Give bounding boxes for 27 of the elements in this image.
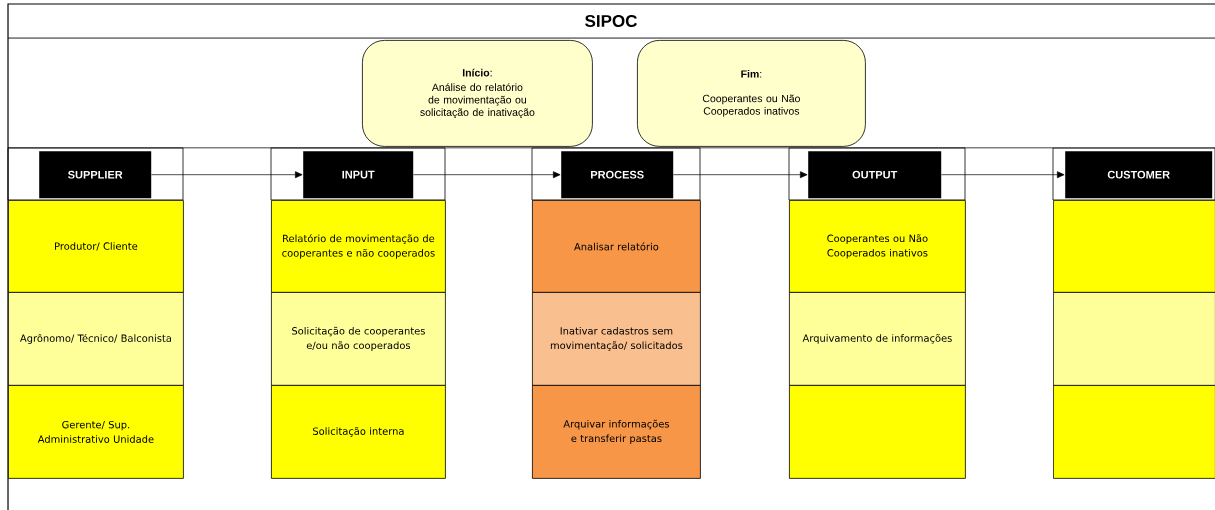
- column-header: INPUT: [303, 151, 414, 199]
- table-cell: Agrônomo/ Técnico/ Balconista: [8, 292, 184, 386]
- column-header: PROCESS: [561, 151, 674, 199]
- column-header: OUTPUT: [808, 151, 942, 199]
- table-cell: Gerente/ Sup. Administrativo Unidade: [8, 385, 184, 479]
- table-cell: Relatório de movimentação de cooperantes e não cooperados: [271, 200, 446, 293]
- arrow: [673, 171, 808, 179]
- table-cell: Inativar cadastros sem movimentação/ solicitados: [532, 292, 701, 386]
- arrow: [151, 171, 303, 179]
- empty-cell: [1053, 200, 1215, 293]
- table-cell: Cooperantes ou Não Cooperados inativos: [789, 200, 966, 293]
- table-cell: Arquivamento de informações: [789, 292, 966, 386]
- table-cell: Arquivar informações e transferir pastas: [532, 385, 701, 479]
- table-cell: Analisar relatório: [532, 200, 701, 293]
- column-header: CUSTOMER: [1065, 151, 1213, 199]
- table-cell: Solicitação de cooperantes e/ou não cooperados: [271, 292, 446, 386]
- table-cell: Produtor/ Cliente: [8, 200, 184, 293]
- event-box: Início: Análise do relatório de movimentação ou solicitação de inativação: [362, 40, 593, 147]
- table-cell: Solicitação interna: [271, 385, 446, 479]
- column-header: SUPPLIER: [39, 151, 152, 199]
- arrow: [941, 171, 1065, 179]
- empty-cell: [1053, 385, 1215, 479]
- arrow: [413, 171, 561, 179]
- event-box: Fim: Cooperantes ou Não Cooperados inativos: [637, 40, 866, 147]
- title: SIPOC: [585, 14, 637, 27]
- empty-cell: [789, 385, 966, 479]
- empty-cell: [1053, 292, 1215, 386]
